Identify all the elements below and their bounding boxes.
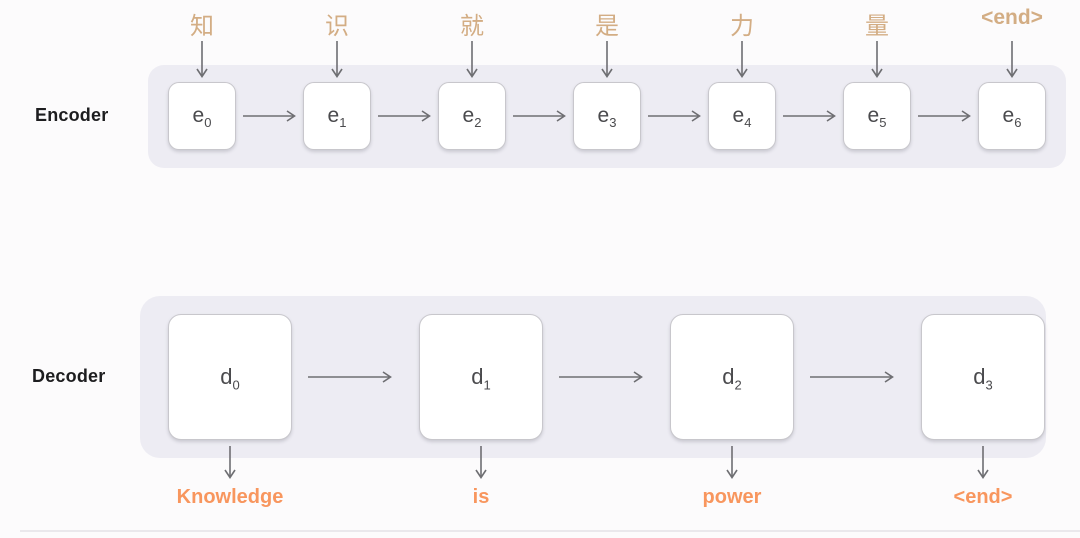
right-arrow-icon [513, 110, 566, 122]
encoder-input-token: 力 [730, 13, 754, 40]
right-arrow-icon [559, 371, 643, 383]
encoder-cell: e5 [843, 82, 911, 150]
encoder-input-token: 量 [865, 13, 889, 40]
encoder-cell: e1 [303, 82, 371, 150]
encoder-cell: e3 [573, 82, 641, 150]
encoder-cell-label: e0 [192, 104, 212, 131]
down-arrow-icon [475, 446, 487, 479]
encoder-cell-label: e4 [732, 104, 752, 131]
encoder-input-token: <end> [981, 6, 1043, 29]
right-arrow-icon [783, 110, 836, 122]
decoder-cell: d1 [419, 314, 543, 440]
encoder-cell-label: e6 [1002, 104, 1022, 131]
down-arrow-icon [871, 41, 883, 78]
encoder-cell-label: e2 [462, 104, 482, 131]
encoder-cell: e4 [708, 82, 776, 150]
encoder-cell: e0 [168, 82, 236, 150]
down-arrow-icon [1006, 41, 1018, 78]
right-arrow-icon [308, 371, 392, 383]
down-arrow-icon [224, 446, 236, 479]
decoder-cell: d0 [168, 314, 292, 440]
encoder-cell-label: e5 [867, 104, 887, 131]
down-arrow-icon [331, 41, 343, 78]
encoder-label: Encoder [35, 105, 109, 125]
down-arrow-icon [726, 446, 738, 479]
right-arrow-icon [648, 110, 701, 122]
decoder-cell-label: d1 [471, 364, 491, 393]
decoder-cell-label: d0 [220, 364, 240, 393]
encoder-input-token: 知 [190, 13, 214, 40]
down-arrow-icon [977, 446, 989, 479]
encoder-input-token: 就 [460, 13, 484, 40]
bottom-divider [20, 530, 1080, 532]
decoder-label: Decoder [32, 366, 106, 386]
right-arrow-icon [378, 110, 431, 122]
decoder-output-token: power [702, 486, 762, 508]
right-arrow-icon [810, 371, 894, 383]
down-arrow-icon [196, 41, 208, 78]
encoder-cell-label: e3 [597, 104, 617, 131]
decoder-cell: d3 [921, 314, 1045, 440]
encoder-cell: e6 [978, 82, 1046, 150]
decoder-cell-label: d3 [973, 364, 993, 393]
down-arrow-icon [736, 41, 748, 78]
decoder-output-token: Knowledge [176, 486, 284, 508]
encoder-cell-label: e1 [327, 104, 347, 131]
decoder-cell: d2 [670, 314, 794, 440]
encoder-input-token: 识 [325, 13, 349, 40]
decoder-output-token: is [472, 486, 490, 508]
decoder-output-token: <end> [953, 486, 1013, 508]
encoder-input-token: 是 [595, 13, 619, 40]
right-arrow-icon [918, 110, 971, 122]
down-arrow-icon [466, 41, 478, 78]
down-arrow-icon [601, 41, 613, 78]
right-arrow-icon [243, 110, 296, 122]
decoder-cell-label: d2 [722, 364, 742, 393]
encoder-cell: e2 [438, 82, 506, 150]
